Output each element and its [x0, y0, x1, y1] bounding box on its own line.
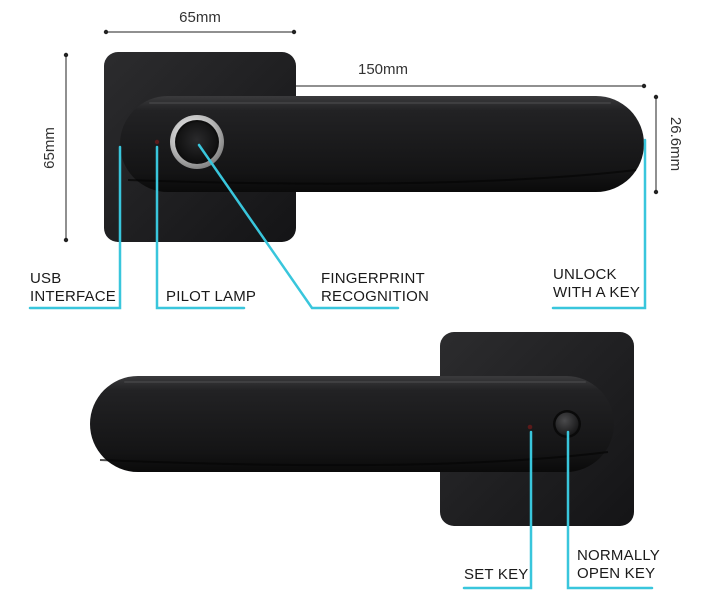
- unlock-label-line2: WITH A KEY: [553, 284, 640, 301]
- dimension-lever-height-text: 26.6mm: [667, 117, 684, 171]
- dimension-rose-height-text: 65mm: [41, 127, 58, 169]
- bottom-lever: [90, 376, 614, 472]
- leader-fingerprint: [197, 143, 400, 310]
- dimension-lever-height: 26.6mm: [653, 94, 684, 195]
- set-key-icon: [527, 424, 533, 430]
- leader-normally-open: [566, 430, 654, 590]
- dimension-rose-width-text: 65mm: [179, 9, 221, 26]
- usb-label-line1: USB: [30, 270, 61, 287]
- normally-open-label-line1: NORMALLY: [577, 547, 660, 564]
- normally-open-key-icon: [553, 410, 581, 438]
- dimension-lever-length-text: 150mm: [358, 61, 408, 78]
- top-lever: [120, 96, 644, 192]
- dimension-rose-width: 65mm: [103, 9, 297, 35]
- leader-unlock: [551, 138, 647, 310]
- leader-usb: [28, 145, 122, 310]
- leader-lines: [28, 138, 654, 590]
- top-handle: [104, 52, 644, 242]
- bottom-handle: [90, 332, 634, 526]
- pilot-lamp-icon: [154, 139, 160, 145]
- usb-label-line2: INTERFACE: [30, 288, 116, 305]
- normally-open-label-line2: OPEN KEY: [577, 565, 655, 582]
- fingerprint-label-line1: FINGERPRINT: [321, 270, 425, 287]
- fingerprint-sensor-icon: [170, 115, 224, 169]
- unlock-label-line1: UNLOCK: [553, 266, 617, 283]
- set-key-label: SET KEY: [464, 566, 528, 583]
- dimension-rose-height: 65mm: [41, 52, 69, 243]
- leader-pilot-lamp: [155, 145, 246, 310]
- fingerprint-label-line2: RECOGNITION: [321, 288, 429, 305]
- pilot-lamp-label: PILOT LAMP: [166, 288, 256, 305]
- leader-set-key: [462, 430, 533, 590]
